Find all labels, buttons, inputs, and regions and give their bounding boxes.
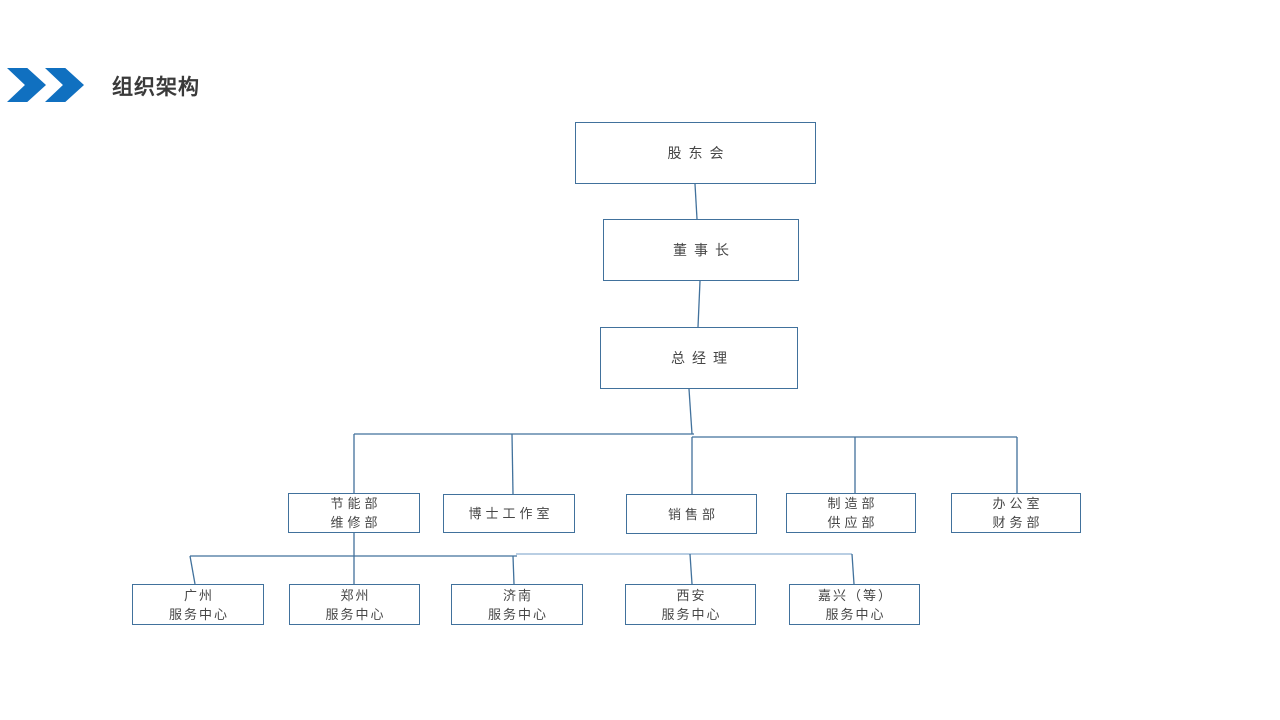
org-node-jiaxing-center: 嘉兴（等） 服务中心 bbox=[789, 584, 920, 625]
org-node-label: 董事长 bbox=[673, 242, 736, 258]
org-node-office-finance: 办公室 财务部 bbox=[951, 493, 1081, 533]
org-node-jinan-center: 济南 服务中心 bbox=[451, 584, 583, 625]
org-node-label: 嘉兴（等） bbox=[817, 587, 893, 603]
org-node-label: 办公室 bbox=[992, 496, 1044, 511]
org-node-label: 广州 bbox=[183, 587, 214, 603]
org-node-label: 总经理 bbox=[671, 350, 734, 366]
org-node-label: 郑州 bbox=[340, 587, 371, 603]
org-node-label: 制造部 bbox=[827, 496, 879, 511]
org-node-doctor-studio: 博士工作室 bbox=[443, 494, 575, 533]
org-node-label: 西安 bbox=[676, 587, 707, 603]
org-node-chairman: 董事长 bbox=[603, 219, 799, 281]
org-node-shareholders-meeting: 股东会 bbox=[575, 122, 816, 184]
org-node-label: 济南 bbox=[502, 587, 533, 603]
org-node-label: 服务中心 bbox=[825, 606, 886, 622]
org-node-label: 服务中心 bbox=[661, 606, 722, 622]
org-node-zhengzhou-center: 郑州 服务中心 bbox=[289, 584, 420, 625]
org-node-xian-center: 西安 服务中心 bbox=[625, 584, 756, 625]
org-node-label: 服务中心 bbox=[325, 606, 386, 622]
org-node-energy-maintenance: 节能部 维修部 bbox=[288, 493, 420, 533]
org-node-label: 服务中心 bbox=[487, 606, 548, 622]
org-node-sales-dept: 销售部 bbox=[626, 494, 757, 534]
connector-line bbox=[189, 555, 196, 585]
org-node-label: 博士工作室 bbox=[468, 506, 554, 521]
connector-line bbox=[688, 388, 693, 435]
org-node-general-manager: 总经理 bbox=[600, 327, 798, 389]
connector-line bbox=[689, 553, 693, 585]
org-node-label: 供应部 bbox=[827, 515, 879, 530]
org-node-guangzhou-center: 广州 服务中心 bbox=[132, 584, 264, 625]
connector-line bbox=[697, 280, 701, 328]
org-node-label: 财务部 bbox=[992, 515, 1044, 530]
connector-line bbox=[511, 433, 514, 495]
org-node-label: 股东会 bbox=[667, 145, 731, 161]
org-node-manufacturing-supply: 制造部 供应部 bbox=[786, 493, 916, 533]
connector-line bbox=[694, 183, 698, 220]
page-title: 组织架构 bbox=[112, 76, 200, 99]
connector-line bbox=[512, 555, 515, 585]
org-node-label: 节能部 bbox=[330, 496, 382, 511]
org-node-label: 销售部 bbox=[667, 506, 719, 522]
connector-line bbox=[851, 553, 855, 585]
org-node-label: 维修部 bbox=[330, 515, 382, 530]
org-node-label: 服务中心 bbox=[168, 606, 229, 622]
